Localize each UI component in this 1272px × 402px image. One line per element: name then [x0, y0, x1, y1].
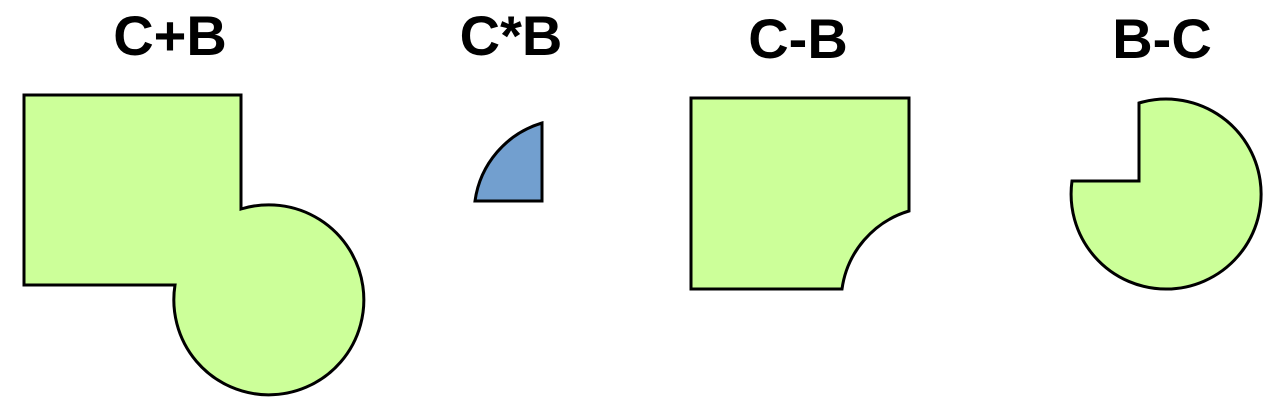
c-minus-b-shape: [689, 96, 911, 291]
union-shape: [22, 93, 366, 397]
panel-b-minus-c-label: B-C: [1112, 7, 1212, 70]
panel-intersection: C*B: [460, 4, 563, 203]
panel-union-label: C+B: [113, 4, 227, 67]
b-minus-c-shape: [1069, 97, 1263, 291]
panel-c-minus-b: C-B: [689, 7, 911, 291]
panel-b-minus-c: B-C: [1069, 7, 1263, 291]
panel-c-minus-b-label: C-B: [748, 7, 848, 70]
intersection-shape: [473, 120, 544, 203]
panel-intersection-label: C*B: [460, 4, 563, 67]
panel-union: C+B: [22, 4, 366, 397]
